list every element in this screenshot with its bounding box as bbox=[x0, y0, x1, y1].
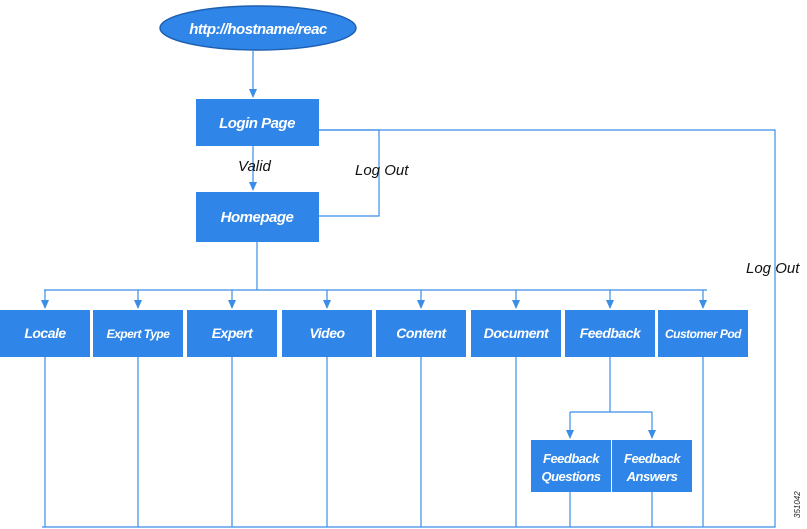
module-label-expert: Expert bbox=[212, 325, 254, 341]
login-page-node: Login Page bbox=[196, 99, 319, 146]
logout-label-1: Log Out bbox=[355, 162, 409, 179]
module-node-expert: Expert bbox=[187, 310, 277, 357]
url-label: http://hostname/reac bbox=[189, 21, 328, 38]
module-label-expert-type: Expert Type bbox=[107, 327, 171, 341]
modules-layer: Locale Expert Type Expert Video Content Docum… bbox=[0, 290, 748, 527]
module-node-video: Video bbox=[282, 310, 372, 357]
module-node-feedback: Feedback bbox=[565, 310, 655, 357]
feedback-questions-line1: Feedback bbox=[543, 451, 600, 466]
feedback-answers-line1: Feedback bbox=[624, 451, 681, 466]
login-page-label: Login Page bbox=[219, 115, 295, 132]
module-label-locale: Locale bbox=[24, 325, 66, 341]
homepage-node: Homepage bbox=[196, 192, 319, 242]
module-label-document: Document bbox=[484, 325, 550, 341]
logout-label-2: Log Out bbox=[746, 260, 800, 277]
module-label-customer-pod: Customer Pod bbox=[665, 327, 742, 341]
module-label-feedback: Feedback bbox=[580, 325, 642, 341]
figure-id: 351042 bbox=[793, 491, 802, 518]
module-node-content: Content bbox=[376, 310, 466, 357]
module-node-document: Document bbox=[471, 310, 561, 357]
url-node: http://hostname/reac bbox=[159, 5, 357, 51]
feedback-questions-node: Feedback Questions bbox=[531, 440, 611, 492]
edge-modules-logout bbox=[42, 129, 776, 528]
homepage-label: Homepage bbox=[221, 209, 294, 226]
module-node-customer-pod: Customer Pod bbox=[658, 310, 748, 357]
feedback-answers-line2: Answers bbox=[626, 469, 678, 484]
feedback-answers-node: Feedback Answers bbox=[612, 440, 692, 492]
module-node-expert-type: Expert Type bbox=[93, 310, 183, 357]
module-label-content: Content bbox=[396, 325, 447, 341]
module-label-video: Video bbox=[309, 325, 345, 341]
module-node-locale: Locale bbox=[0, 310, 90, 357]
feedback-questions-line2: Questions bbox=[541, 469, 600, 484]
valid-label: Valid bbox=[238, 158, 271, 175]
